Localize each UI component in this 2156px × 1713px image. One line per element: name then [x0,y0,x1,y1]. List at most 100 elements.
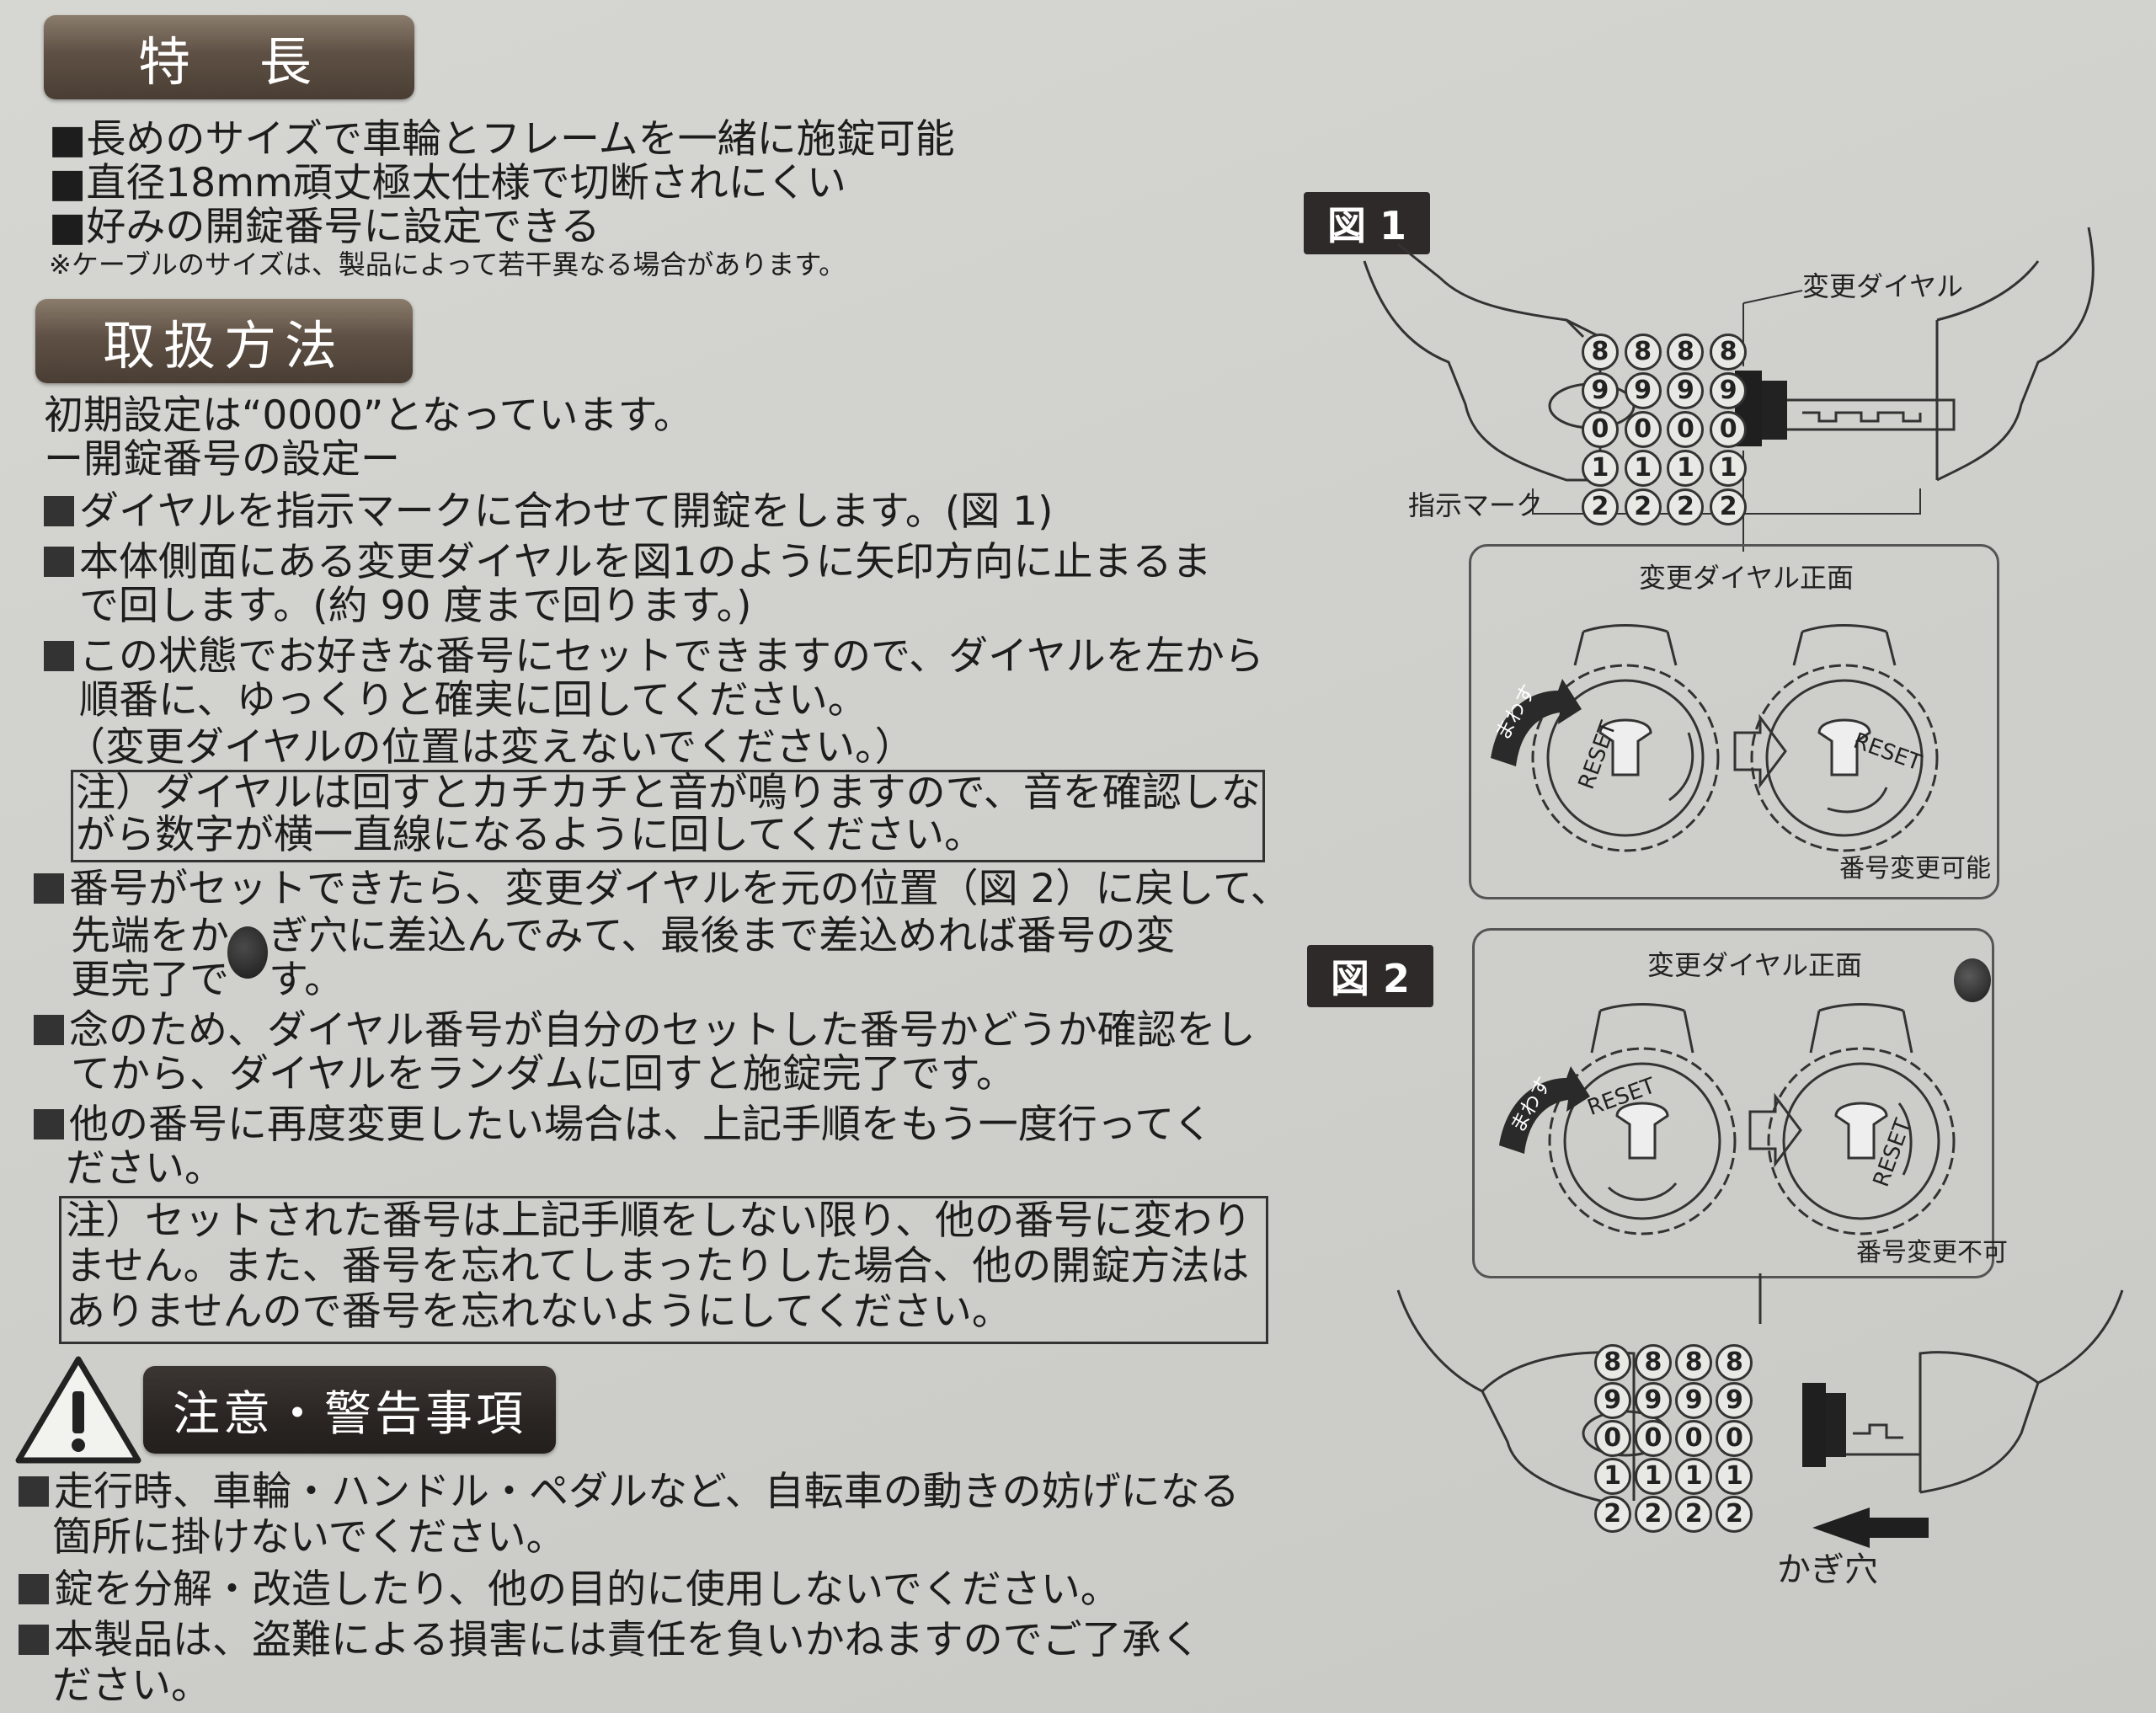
dial-digit: 8 [1716,1344,1753,1381]
dial-digit: 0 [1581,411,1619,448]
dial-digit: 8 [1667,334,1705,371]
dial-digit: 1 [1675,1458,1713,1495]
dial-wheel: 8 9 0 1 2 [1580,334,1620,526]
dial-digit: 9 [1675,1382,1713,1419]
figure-2-panel [1472,928,1994,1278]
warning-3a: 本製品は、盗難による損害には責任を負いかねますのでご了承く [19,1619,1201,1662]
figure-1-lock-drawing [1363,227,2095,552]
warning-1a: 走行時、車輪・ハンドル・ペダルなど、自転車の動きの妨げになる [19,1470,1240,1514]
bullet-icon [19,1476,49,1507]
punch-hole [227,926,268,979]
dial-digit: 0 [1593,1420,1631,1457]
dial-digit: 2 [1581,488,1619,526]
usage-step-1: ダイヤルを指示マークに合わせて開錠をします。(図 1) [44,490,1053,534]
dial-digit: 2 [1710,488,1748,526]
keyhole-caption: かぎ穴 [1777,1550,1878,1589]
warning-heading: 注意・警告事項 [143,1366,556,1454]
figure-2-label: 図 2 [1307,945,1433,1007]
usage-step-2b: で回します。(約 90 度まで回ります。) [79,583,752,629]
dial-digit: 1 [1624,450,1662,487]
figure-2-dial-faces [1499,1003,1956,1235]
dial-digit: 8 [1593,1344,1631,1381]
usage-step-3c: （変更ダイヤルの位置は変えないでください。） [66,724,915,771]
dial-digit: 0 [1716,1420,1753,1457]
feature-item-2: ■直径18mm頑丈極太仕様で切断されにくい [49,160,846,206]
warning-icon [15,1356,141,1464]
dial-digit: 0 [1710,411,1748,448]
figure-1-label: 図 1 [1304,192,1430,254]
bullet-icon [44,641,74,671]
dial-digit: 8 [1634,1344,1672,1381]
dial-digit: 9 [1667,372,1705,409]
usage-step-6a: 他の番号に再度変更したい場合は、上記手順をもう一度行ってく [34,1103,1213,1147]
note-2-line-1: 注）セットされた番号は上記手順をしない限り、他の番号に変わり [66,1198,1252,1244]
dial-digit: 8 [1675,1344,1713,1381]
features-heading: 特 長 [44,15,414,99]
dial-digit: 8 [1624,334,1662,371]
dial-digit: 0 [1634,1420,1672,1457]
dial-wheel: 8 9 0 1 2 [1623,334,1663,526]
dial-digit: 1 [1667,450,1705,487]
figure-2-dial-stack: 8 9 0 1 2 8 9 0 1 2 8 9 0 1 2 8 9 0 1 2 [1593,1344,1753,1533]
dial-digit: 1 [1634,1458,1672,1495]
dial-digit: 0 [1624,411,1662,448]
warning-3b: ださい。 [52,1662,211,1709]
dial-wheel: 8 9 0 1 2 [1708,334,1748,526]
usage-step-3a: この状態でお好きな番号にセットできますので、ダイヤルを左から [44,635,1264,679]
bullet-icon [19,1625,49,1655]
usage-step-5a: 念のため、ダイヤル番号が自分のセットした番号かどうか確認をし [34,1009,1256,1053]
usage-step-4a: 番号がセットできたら、変更ダイヤルを元の位置（図 2）に戻して、 [34,867,1290,911]
dial-digit: 1 [1716,1458,1753,1495]
note-box-1 [71,770,1265,862]
figure-2-lock-drawing [1396,1273,2124,1548]
dial-digit: 2 [1593,1496,1631,1533]
dial-digit: 1 [1710,450,1748,487]
dial-digit: 1 [1581,450,1619,487]
usage-step-6b: ださい。 [66,1145,224,1192]
bullet-icon [34,1109,64,1139]
bullet-icon [44,547,74,577]
changeable-state-label: 番号変更可能 [1839,854,1991,883]
dial-digit: 9 [1624,372,1662,409]
dial-wheel: 8 9 0 1 2 [1716,1344,1753,1533]
bullet-icon [19,1574,49,1604]
feature-item-3: ■好みの開錠番号に設定できる [49,204,600,250]
figure-1-dial-stack: 8 9 0 1 2 8 9 0 1 2 8 9 0 1 2 8 9 0 1 2 [1580,334,1748,526]
unchangeable-state-label: 番号変更不可 [1856,1238,2008,1267]
note-2-line-2: ません。また、番号を忘れてしまったりした場合、他の開錠方法は [66,1243,1250,1289]
dial-wheel: 8 9 0 1 2 [1593,1344,1631,1533]
usage-step-3b: 順番に、ゆっくりと確実に回してください。 [79,677,867,723]
dial-digit: 2 [1634,1496,1672,1533]
punch-hole-2 [1954,958,1991,1002]
usage-step-4c: 更完了で す。 [71,957,344,1003]
figure-2-panel-title: 変更ダイヤル正面 [1647,949,1863,981]
dial-wheel: 8 9 0 1 2 [1634,1344,1672,1533]
usage-step-2a: 本体側面にある変更ダイヤルを図1のように矢印方向に止まるま [44,541,1212,584]
dial-digit: 0 [1675,1420,1713,1457]
usage-line-1: 初期設定は“0000”となっています。 [44,392,693,439]
dial-digit: 9 [1593,1382,1631,1419]
warning-1b: 箇所に掛けないでください。 [52,1514,566,1561]
dial-digit: 9 [1710,372,1748,409]
dial-digit: 9 [1634,1382,1672,1419]
dial-wheel: 8 9 0 1 2 [1675,1344,1713,1533]
note-1-line-2: がら数字が横一直線になるように回してください。 [76,812,985,858]
dial-digit: 8 [1710,334,1748,371]
dial-digit: 2 [1675,1496,1713,1533]
dial-digit: 1 [1593,1458,1631,1495]
dial-digit: 2 [1716,1496,1753,1533]
note-1-line-1: 注）ダイヤルは回すとカチカチと音が鳴りますので、音を確認しな [76,770,1261,816]
bullet-icon [34,1015,64,1045]
usage-line-2: ー開錠番号の設定ー [44,436,400,483]
usage-step-5b: てから、ダイヤルをランダムに回すと施錠完了です。 [71,1051,1016,1097]
dial-digit: 0 [1667,411,1705,448]
dial-wheel: 8 9 0 1 2 [1666,334,1706,526]
usage-heading: 取扱方法 [35,299,413,383]
note-box-2 [59,1196,1268,1344]
figure-1-panel [1469,544,1999,899]
dial-digit: 2 [1667,488,1705,526]
figure-1-panel-title: 変更ダイヤル正面 [1639,562,1854,594]
warning-2: 錠を分解・改造したり、他の目的に使用しないでください。 [19,1568,1120,1612]
feature-note: ※ケーブルのサイズは、製品によって若干異なる場合があります。 [49,248,846,280]
dial-digit: 9 [1581,372,1619,409]
